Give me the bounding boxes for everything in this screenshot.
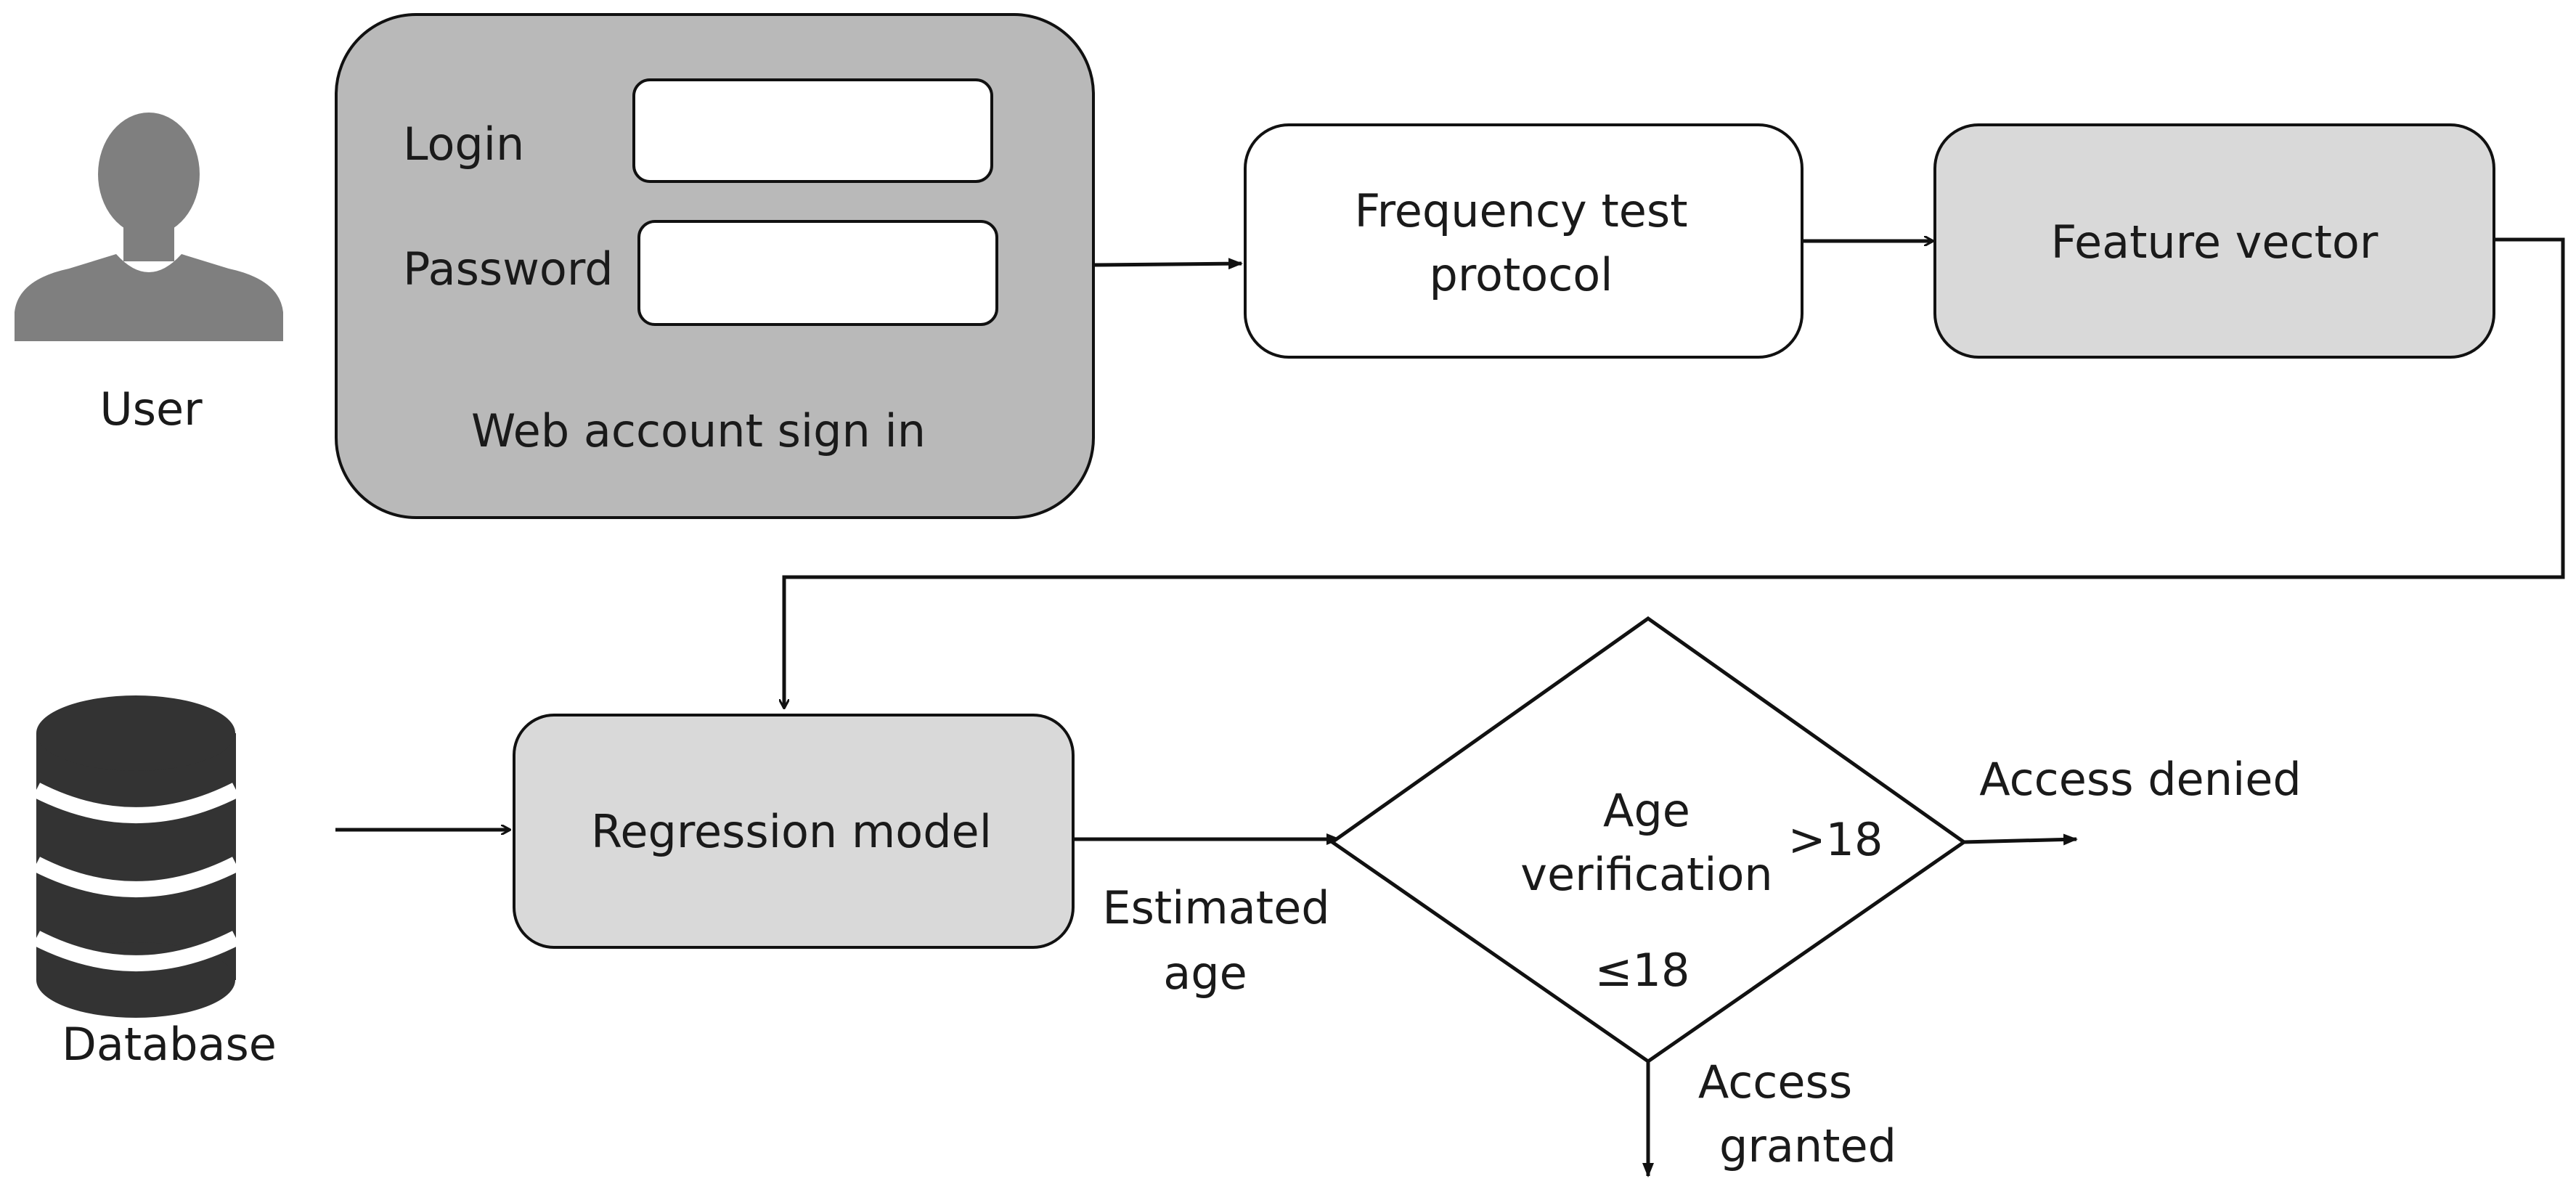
database-icon	[32, 695, 240, 1018]
access-granted-line2: granted	[1719, 1119, 1896, 1172]
frequency-line2: protocol	[1430, 248, 1613, 301]
estimated-age-line1: Estimated	[1102, 881, 1329, 934]
age-verification-node: Age verification >18 ≤18	[1329, 616, 1968, 1064]
password-label: Password	[403, 242, 614, 295]
verification-line1: Age	[1603, 784, 1690, 837]
arrow-signin-to-frequency	[1093, 258, 1243, 270]
user-icon	[15, 113, 283, 341]
login-label: Login	[403, 118, 524, 171]
signin-panel: Login Password Web account sign in	[335, 13, 1095, 519]
connector-feature-to-regression	[784, 237, 2565, 708]
user-label: User	[99, 383, 203, 436]
access-denied-label: Access denied	[1979, 753, 2301, 806]
password-input[interactable]	[637, 220, 998, 326]
verification-le18: ≤18	[1595, 944, 1690, 997]
signin-caption: Web account sign in	[471, 404, 926, 457]
estimated-age-line2: age	[1163, 947, 1247, 1000]
database-label: Database	[62, 1018, 277, 1071]
frequency-test-node: Frequency test protocol	[1244, 123, 1803, 359]
verification-line2: verification	[1520, 848, 1772, 901]
feature-label: Feature vector	[2051, 216, 2379, 269]
login-input[interactable]	[632, 78, 993, 183]
feature-vector-node: Feature vector	[1933, 123, 2495, 359]
arrow-to-access-denied	[1963, 833, 2078, 846]
regression-label: Regression model	[591, 805, 992, 858]
frequency-line1: Frequency test	[1354, 184, 1687, 237]
verification-gt18: >18	[1788, 813, 1883, 866]
access-granted-line1: Access	[1698, 1056, 1852, 1109]
regression-model-node: Regression model	[513, 714, 1075, 949]
